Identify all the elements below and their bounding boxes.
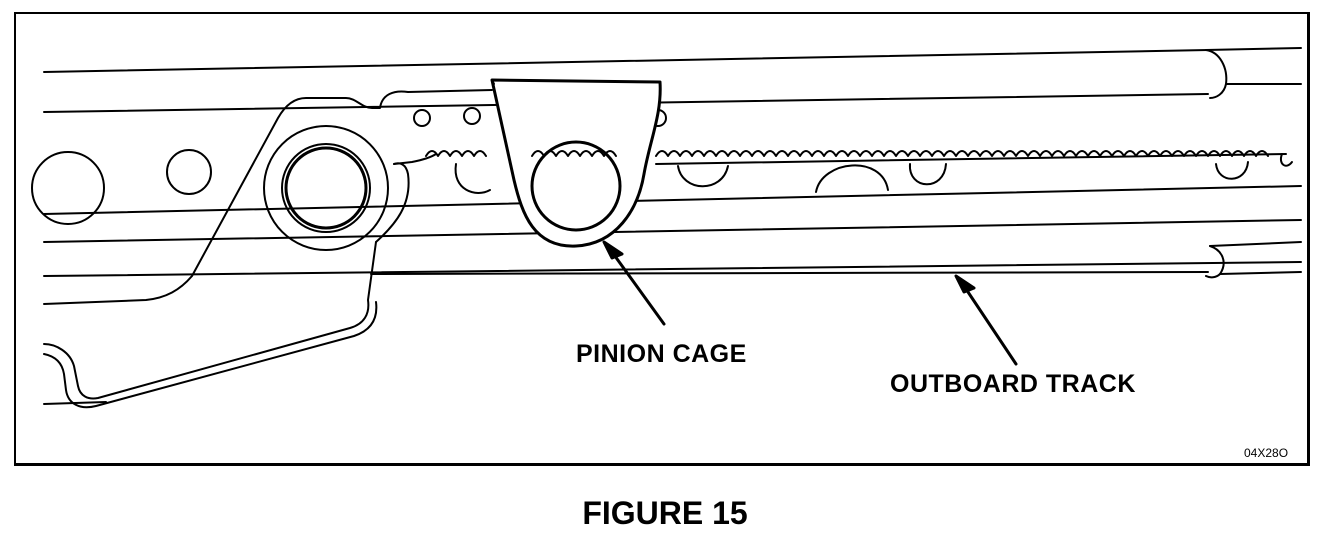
lower-lever-arm [43, 241, 377, 400]
gear-rack [425, 150, 1269, 157]
rack-slots [454, 153, 1293, 194]
rail-end-right [1205, 47, 1302, 279]
image-code: 04X28O [1244, 446, 1289, 460]
figure-caption: FIGURE 15 [582, 495, 748, 531]
pivot-boss-outer [263, 125, 389, 251]
diagram-frame: PINION CAGE OUTBOARD TRACK 04X28O [14, 12, 1310, 466]
bracket-hole [413, 109, 431, 127]
left-hole-small [166, 149, 212, 195]
pivot-boss-inner [284, 146, 368, 230]
upper-bracket [43, 89, 493, 305]
leader-arrows [602, 240, 1018, 366]
pinion-teeth [531, 150, 617, 157]
seat-track-diagram [31, 47, 1302, 409]
left-hole [31, 151, 105, 225]
outboard-track-rails [43, 49, 1302, 405]
bracket-hole [463, 107, 481, 125]
pinion-gear-hole [530, 140, 622, 232]
outboard-track-label: OUTBOARD TRACK [890, 370, 1136, 398]
pinion-cage-label: PINION CAGE [576, 340, 747, 368]
